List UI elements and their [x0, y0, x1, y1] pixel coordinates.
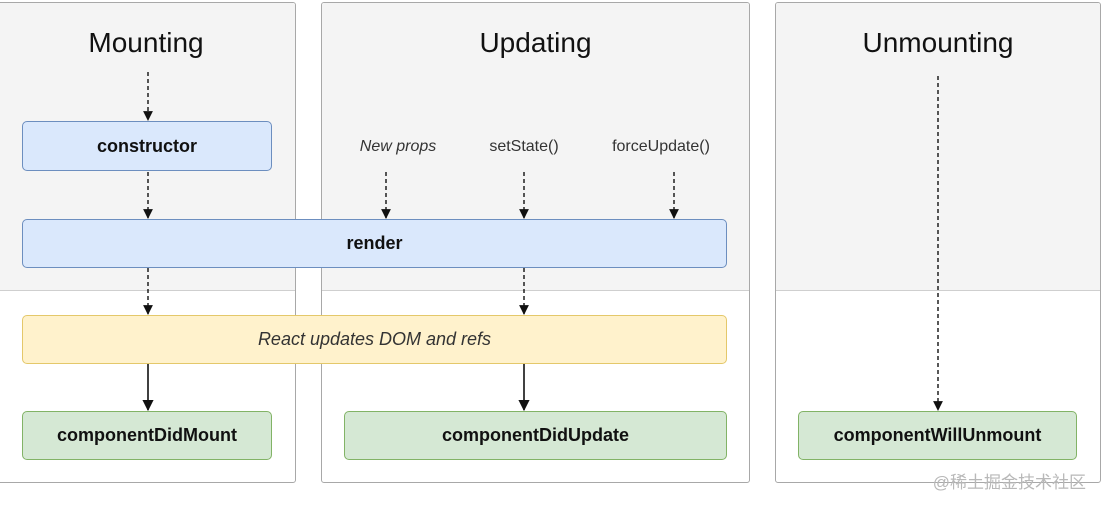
- force-update-label: forceUpdate(): [612, 138, 710, 155]
- component-did-mount-label: componentDidMount: [57, 425, 237, 445]
- react-updates-dom-label: React updates DOM and refs: [257, 329, 492, 349]
- component-did-update-box: componentDidUpdate: [344, 411, 727, 460]
- unmounting-title: Unmounting: [862, 27, 1014, 58]
- new-props-label: New props: [359, 138, 437, 155]
- watermark: @稀土掘金技术社区: [932, 473, 1086, 492]
- constructor-label: constructor: [96, 135, 197, 156]
- render-label: render: [346, 233, 403, 253]
- updating-title: Updating: [479, 27, 592, 58]
- component-did-mount-box: componentDidMount: [22, 411, 272, 460]
- mounting-title: Mounting: [88, 27, 204, 58]
- constructor-box: constructor: [22, 121, 272, 171]
- component-will-unmount-label: componentWillUnmount: [833, 425, 1042, 445]
- render-box: render: [22, 219, 727, 268]
- react-updates-dom-box: React updates DOM and refs: [22, 315, 727, 364]
- set-state-label: setState(): [489, 138, 559, 155]
- component-will-unmount-box: componentWillUnmount: [798, 411, 1077, 460]
- component-did-update-label: componentDidUpdate: [442, 425, 629, 445]
